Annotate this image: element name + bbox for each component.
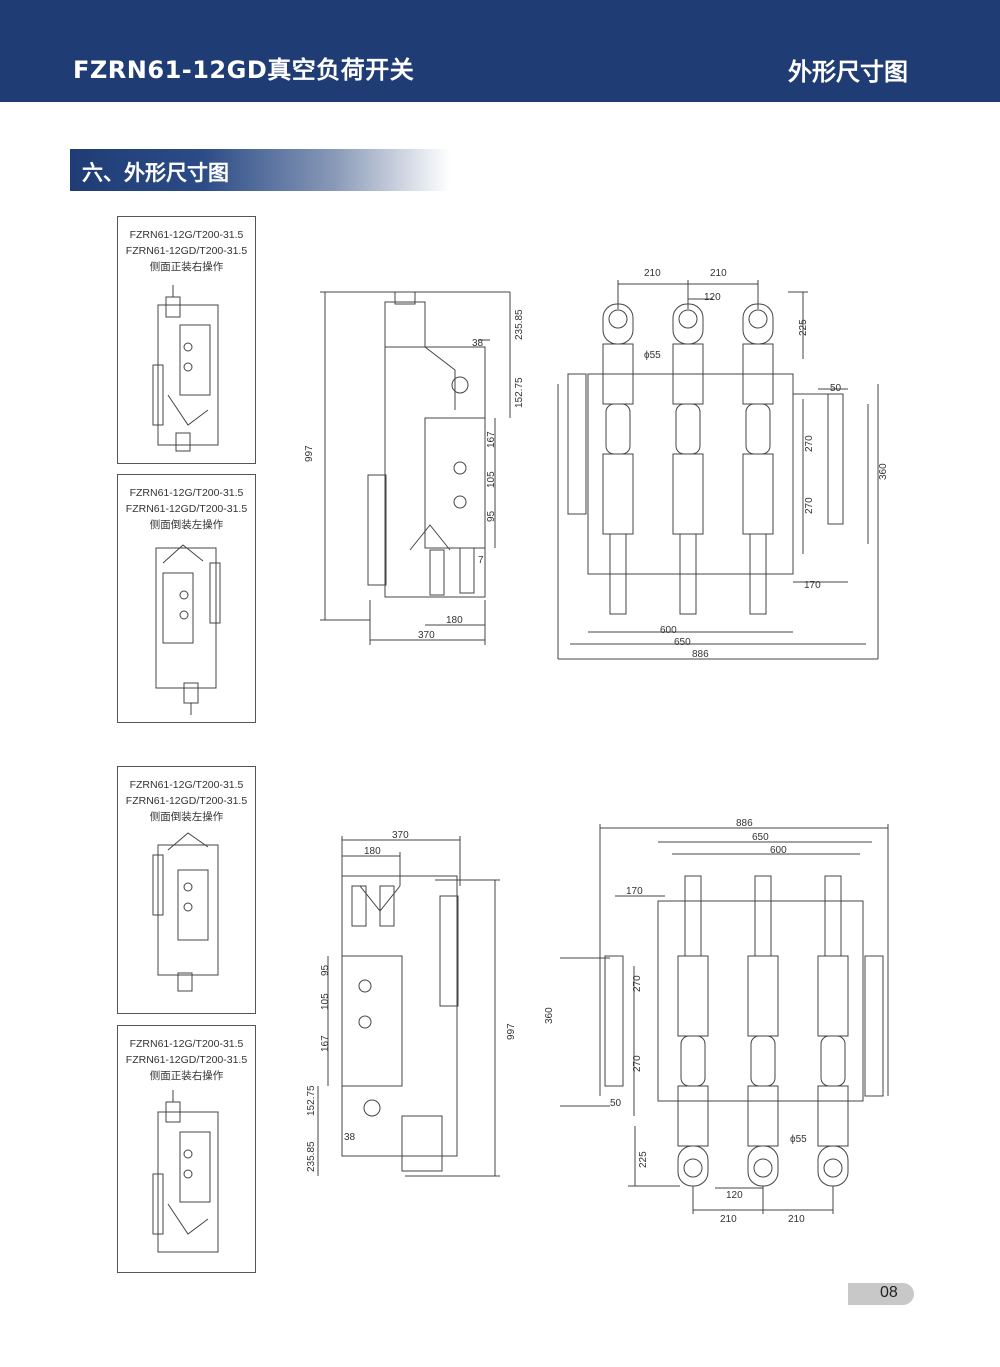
dimension-label: ϕ55: [644, 350, 661, 361]
dimension-label: 180: [364, 846, 381, 857]
thumbnail-card: FZRN61-12G/T200-31.5 FZRN61-12GD/T200-31…: [117, 766, 256, 1014]
model-line: FZRN61-12GD/T200-31.5: [125, 503, 248, 515]
dimension-label: 120: [726, 1190, 743, 1201]
dimension-label: 210: [710, 268, 727, 279]
front-view-dimension-drawing-top: 210 210 120 225 ϕ55 50 270 270 360 170 6…: [557, 268, 889, 660]
page-header: [0, 0, 1000, 102]
section-banner: [70, 149, 450, 191]
page-number-tab: [848, 1283, 914, 1305]
dimension-label: 38: [344, 1132, 356, 1143]
thumbnail-label: FZRN61-12G/T200-31.5 FZRN61-12GD/T200-31…: [118, 485, 255, 533]
dimension-label: 370: [418, 630, 435, 641]
dimension-label: 210: [788, 1214, 805, 1225]
pole-assembly: [747, 875, 779, 1187]
dimension-label: 235.85: [306, 1141, 317, 1172]
mounting-note: 侧面正装右操作: [149, 1070, 224, 1082]
thumbnail-label: FZRN61-12G/T200-31.5 FZRN61-12GD/T200-31…: [118, 1036, 255, 1084]
dimension-label: 270: [804, 435, 815, 452]
mounting-note: 侧面正装右操作: [149, 261, 224, 273]
dimension-label: 886: [692, 649, 709, 660]
dimension-label: ϕ55: [790, 1134, 807, 1145]
dimension-label: 270: [632, 975, 643, 992]
dimension-label: 886: [736, 818, 753, 829]
dimension-label: 105: [320, 993, 331, 1010]
dimension-label: 997: [506, 1023, 517, 1040]
dimension-label: 360: [544, 1007, 555, 1024]
dimension-label: 235.85: [514, 309, 525, 340]
pole-assembly: [677, 875, 709, 1187]
dimension-label: 7: [478, 555, 484, 566]
dimension-label: 270: [804, 497, 815, 514]
pole-assembly: [742, 303, 774, 615]
dimension-label: 50: [610, 1098, 622, 1109]
thumbnail-card: FZRN61-12G/T200-31.5 FZRN61-12GD/T200-31…: [117, 216, 256, 464]
pole-assembly: [672, 303, 704, 615]
thumbnail-card: FZRN61-12G/T200-31.5 FZRN61-12GD/T200-31…: [117, 474, 256, 723]
dimension-label: 152.75: [514, 377, 525, 408]
dimension-label: 167: [320, 1035, 331, 1052]
mounting-note: 侧面倒装左操作: [149, 519, 224, 531]
dimension-label: 170: [804, 580, 821, 591]
dimension-label: 600: [660, 625, 677, 636]
switch-side-view-drawing: [152, 832, 219, 992]
dimension-label: 105: [486, 471, 497, 488]
dimension-label: 180: [446, 615, 463, 626]
dimension-label: 997: [304, 445, 315, 462]
dimension-label: 210: [720, 1214, 737, 1225]
front-view-dimension-drawing-bottom: 886 650 600 170 360 270 270 50 225 120 2…: [544, 818, 889, 1225]
dimension-label: 600: [770, 845, 787, 856]
dimension-label: 152.75: [306, 1085, 317, 1116]
model-line: FZRN61-12GD/T200-31.5: [125, 245, 248, 257]
dimension-label: 210: [644, 268, 661, 279]
dimension-label: 360: [878, 463, 889, 480]
model-line: FZRN61-12GD/T200-31.5: [125, 795, 248, 807]
product-title: FZRN61-12GD真空负荷开关: [73, 56, 415, 84]
dimension-label: 120: [704, 292, 721, 303]
switch-side-view-drawing: [152, 285, 219, 452]
dimension-label: 38: [472, 338, 484, 349]
model-line: FZRN61-12G/T200-31.5: [129, 487, 244, 499]
dimension-label: 95: [320, 964, 331, 976]
dimension-label: 370: [392, 830, 409, 841]
model-line: FZRN61-12G/T200-31.5: [129, 1038, 244, 1050]
switch-side-view-drawing: [155, 544, 221, 715]
dimension-label: 270: [632, 1055, 643, 1072]
pole-assembly: [602, 303, 634, 615]
model-line: FZRN61-12GD/T200-31.5: [125, 1054, 248, 1066]
model-line: FZRN61-12G/T200-31.5: [129, 229, 244, 241]
dimension-label: 95: [486, 510, 497, 522]
dimension-label: 170: [626, 886, 643, 897]
section-title: 六、外形尺寸图: [82, 161, 229, 185]
dimension-label: 225: [798, 319, 809, 336]
thumbnail-card: FZRN61-12G/T200-31.5 FZRN61-12GD/T200-31…: [117, 1025, 256, 1273]
switch-side-view-drawing: [152, 1090, 219, 1253]
thumbnail-label: FZRN61-12G/T200-31.5 FZRN61-12GD/T200-31…: [118, 227, 255, 275]
thumbnail-label: FZRN61-12G/T200-31.5 FZRN61-12GD/T200-31…: [118, 777, 255, 825]
pole-assembly: [817, 875, 849, 1187]
chapter-title: 外形尺寸图: [788, 58, 908, 86]
mounting-note: 侧面倒装左操作: [149, 811, 224, 823]
side-view-dimension-drawing-top: 997 235.85 152.75 38 167 105 95 7 180 37…: [304, 291, 525, 645]
page-number: 08: [880, 1284, 898, 1301]
dimension-label: 50: [830, 383, 842, 394]
dimension-label: 167: [486, 431, 497, 448]
side-view-dimension-drawing-bottom: 370 180 95 105 167 152.75 38 235.85 997: [306, 830, 517, 1177]
dimension-label: 650: [674, 637, 691, 648]
dimension-label: 650: [752, 832, 769, 843]
model-line: FZRN61-12G/T200-31.5: [129, 779, 244, 791]
dimension-label: 225: [638, 1151, 649, 1168]
